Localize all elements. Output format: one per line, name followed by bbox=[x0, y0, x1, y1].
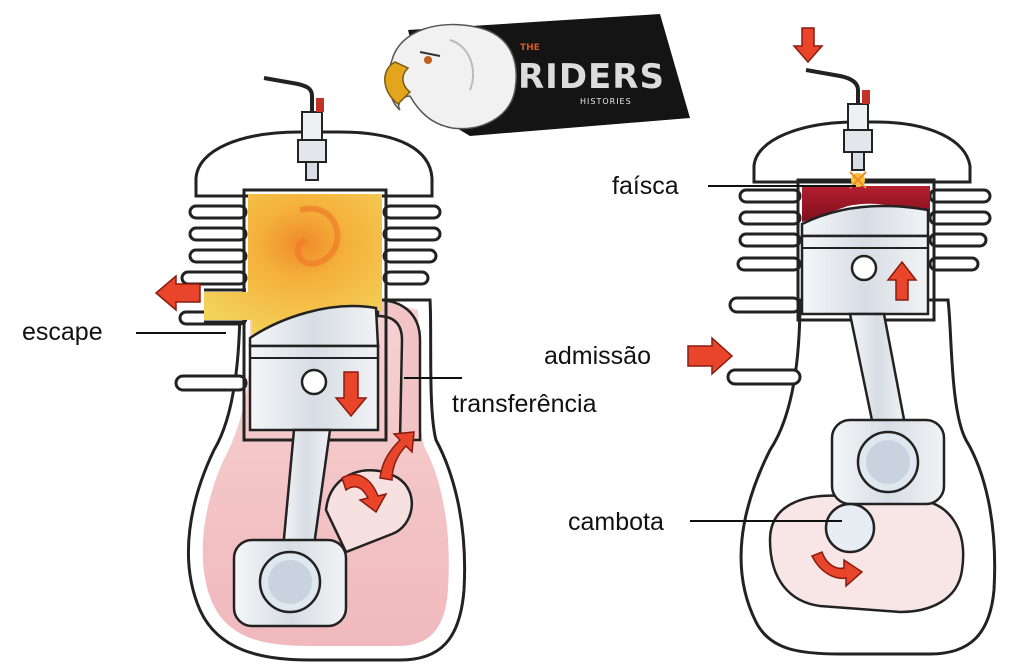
label-spark: faísca bbox=[612, 172, 679, 200]
exhaust-arrow-icon bbox=[154, 274, 201, 312]
piston-down-arrow-icon bbox=[334, 371, 368, 418]
crank-rotation-arrow-icon bbox=[341, 473, 388, 514]
spark-icon bbox=[849, 171, 867, 189]
right-combustion-chamber bbox=[802, 186, 930, 222]
right-connecting-rod bbox=[830, 312, 946, 506]
label-escape: escape bbox=[22, 318, 103, 346]
right-crank-pin bbox=[824, 502, 876, 554]
transfer-arrow-icon bbox=[379, 431, 415, 481]
logo-subtitle: HISTORIES bbox=[580, 97, 632, 106]
right-engine bbox=[687, 27, 997, 656]
right-spark-plug bbox=[805, 68, 873, 171]
left-spark-plug bbox=[263, 76, 327, 181]
label-transfer: transferência bbox=[452, 390, 597, 418]
right-flow-arrows bbox=[687, 27, 918, 588]
eagle-icon bbox=[384, 23, 517, 130]
logo-brand: RIDERS bbox=[518, 57, 665, 97]
riders-histories-logo: THE RIDERS HISTORIES bbox=[384, 14, 690, 136]
piston-up-arrow-icon bbox=[886, 260, 918, 301]
left-flow-arrows bbox=[154, 274, 415, 514]
left-crank-web bbox=[324, 469, 413, 554]
right-piston bbox=[800, 204, 930, 316]
label-crankshaft: cambota bbox=[568, 508, 664, 536]
label-intake: admissão bbox=[544, 342, 651, 370]
left-connecting-rod bbox=[232, 428, 348, 628]
intake-arrow-icon bbox=[687, 336, 734, 376]
logo-prefix: THE bbox=[520, 43, 540, 53]
crank-rotation-arrow-icon-right bbox=[810, 551, 864, 588]
spark-down-arrow-icon bbox=[792, 27, 824, 64]
left-engine bbox=[136, 76, 467, 662]
